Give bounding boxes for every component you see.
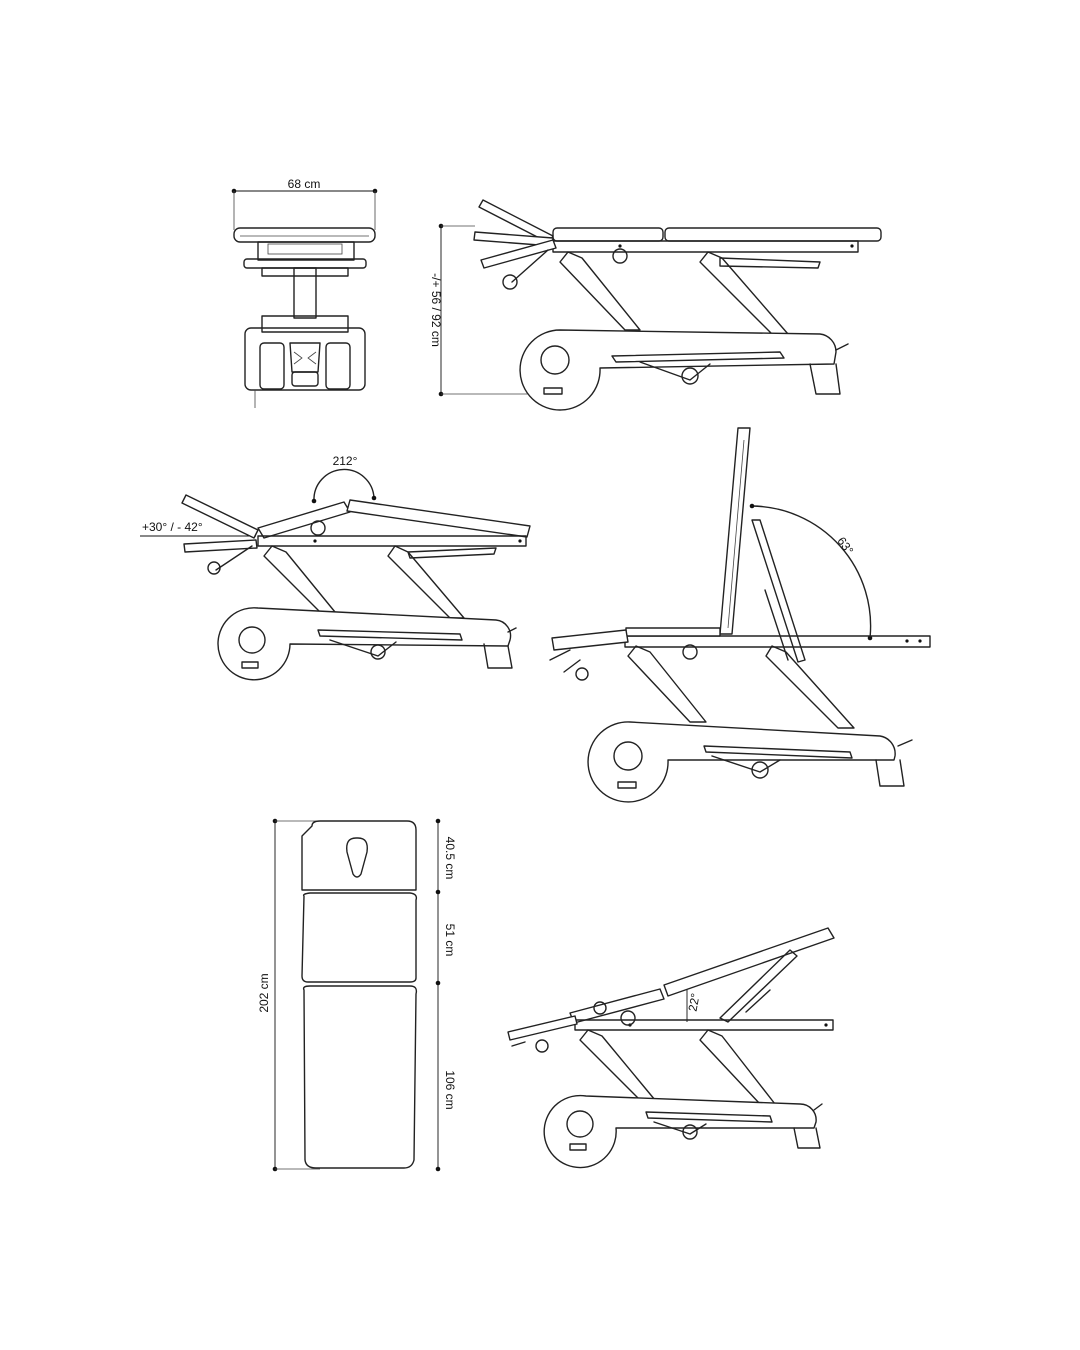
head-tilt-view: 212° +30° / - 42° — [140, 454, 531, 681]
height-label: -/+ 56 / 92 cm — [429, 273, 443, 347]
head-section-label: 40.5 cm — [443, 837, 457, 880]
width-label: 68 cm — [288, 177, 321, 191]
front-view: 68 cm — [231, 177, 378, 408]
head-range-label: +30° / - 42° — [142, 520, 203, 534]
leg-tilt-view: 22° — [507, 927, 835, 1169]
head-angle-label: 212° — [333, 454, 358, 468]
backrest-view: 63° — [549, 427, 931, 803]
side-view: -/+ 56 / 92 cm — [429, 199, 882, 411]
total-length-label: 202 cm — [257, 973, 271, 1012]
leg-angle-label: 22° — [686, 992, 703, 1013]
top-view: 202 cm 40.5 cm 51 cm 106 cm — [257, 818, 457, 1172]
leg-section-label: 106 cm — [443, 1070, 457, 1109]
middle-section-label: 51 cm — [443, 924, 457, 957]
backrest-angle-label: 63° — [834, 534, 856, 557]
